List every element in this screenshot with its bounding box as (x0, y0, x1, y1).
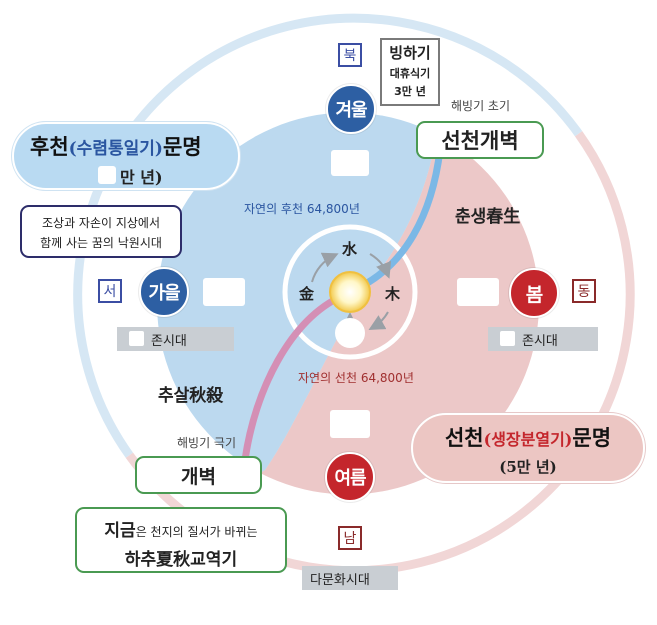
earlier-heaven-civilization: 선천(생장분열기)문명 (5만 년) (411, 413, 645, 483)
season-winter: 겨울 (326, 84, 376, 134)
era-bar-bottom-label: 다문화시대 (310, 572, 370, 588)
earlier-heaven-title: 선천(생장분열기)문명 (413, 422, 643, 452)
earlier-heaven-opening-label: 선천개벽 (441, 128, 519, 153)
later-heaven-title: 후천(수렴통일기)문명 (30, 131, 202, 161)
season-summer: 여름 (325, 452, 375, 502)
cycle-arrow-bottom-right (368, 311, 389, 330)
placeholder-square-top (331, 150, 369, 176)
era-bar-left-label: 존시대 (151, 333, 187, 349)
current-era-now: 지금 (104, 521, 136, 541)
gaebyeok-box: 개벽 (135, 456, 262, 494)
later-heaven-civilization: 후천(수렴통일기)문명 만 년) (12, 122, 240, 190)
element-wood: 木 (385, 285, 401, 303)
later-heaven-main: 후천 (30, 134, 69, 159)
paradise-line-1: 조상과 자손이 지상에서 (41, 216, 161, 230)
earlier-heaven-main: 선천 (444, 425, 484, 450)
earlier-heaven-suffix: 문명 (572, 425, 612, 450)
seoncheon-path (354, 146, 444, 292)
gaebyeok-label: 개벽 (181, 465, 216, 488)
ice-thaw-early-label: 해빙기 초기 (451, 99, 511, 113)
current-era-line-1: 지금은 천지의 질서가 바뀌는 (77, 516, 285, 541)
earlier-heaven-opening-box: 선천개벽 (416, 121, 544, 159)
gaebyeok-path (241, 292, 346, 464)
earlier-heaven-paren: (생장분열기) (483, 430, 573, 449)
era-bar-right: 존시대 (488, 327, 598, 351)
season-autumn: 가을 (139, 267, 189, 317)
element-water: 水 (342, 240, 358, 258)
earlier-heaven-years: (5만 년) (499, 458, 557, 476)
season-spring: 봄 (509, 268, 559, 318)
cycle-arrow-top-left (311, 252, 339, 283)
later-heaven-suffix: 문명 (162, 134, 202, 159)
paradise-line-2: 함께 사는 꿈의 낙원시대 (40, 236, 162, 250)
element-metal: 金 (299, 285, 315, 303)
spring-motto: 춘생春生 (455, 207, 521, 227)
current-era-desc: 은 천지의 질서가 바뀌는 (135, 525, 258, 539)
era-bar-right-label: 존시대 (522, 333, 558, 349)
ice-age-duration: 3만 년 (394, 85, 426, 98)
earlier-heaven-zone (260, 134, 539, 495)
current-era-box: 지금은 천지의 질서가 바뀌는 하추夏秋교역기 (75, 507, 287, 573)
ice-age-note: 빙하기 대휴식기 3만 년 (380, 38, 440, 106)
inner-ring (282, 224, 418, 360)
placeholder-square-left (203, 278, 245, 306)
outer-ring-blue (73, 13, 583, 458)
later-heaven-years: 만 년) (120, 168, 163, 187)
era-bar-left: 존시대 (117, 327, 234, 351)
nature-later-heaven-label: 자연의 후천 64,800년 (244, 202, 360, 216)
direction-north: 북 (338, 43, 362, 67)
center-earth-dot (335, 318, 365, 348)
direction-west: 서 (98, 279, 122, 303)
placeholder-square-right (457, 278, 499, 306)
era-bar-bottom: 다문화시대 (302, 566, 398, 590)
direction-south: 남 (338, 526, 362, 550)
era-bar-right-square (500, 331, 515, 346)
nature-earlier-heaven-label: 자연의 선천 64,800년 (298, 371, 414, 385)
ice-thaw-peak-label: 해빙기 극기 (177, 436, 237, 450)
current-era-line-2: 하추夏秋교역기 (124, 550, 238, 570)
direction-east: 동 (572, 279, 596, 303)
later-heaven-zone-top (173, 115, 436, 474)
ice-age-subtitle: 대휴식기 (389, 67, 431, 80)
era-bar-left-square (129, 331, 144, 346)
cycle-arrow-top-right (369, 253, 392, 279)
later-heaven-paren: (수렴통일기) (68, 139, 163, 159)
ice-age-title: 빙하기 (389, 44, 431, 62)
paradise-box: 조상과 자손이 지상에서 함께 사는 꿈의 낙원시대 (20, 205, 182, 258)
later-heaven-years-square (98, 166, 116, 184)
autumn-motto: 추살秋殺 (158, 386, 224, 406)
center-sun (329, 271, 371, 313)
placeholder-square-bottom (330, 410, 370, 438)
